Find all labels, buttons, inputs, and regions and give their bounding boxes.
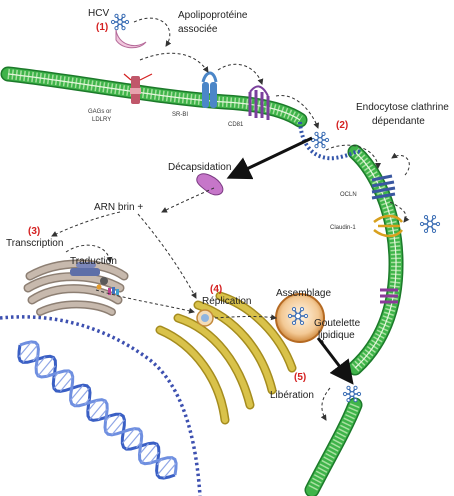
dna-base-pair	[35, 356, 46, 369]
label-assemblage: Assemblage	[276, 288, 331, 299]
dna-base-pair	[70, 384, 84, 401]
dna-base-pair	[163, 462, 177, 479]
step-2-number: (2)	[336, 120, 348, 131]
dna-base-pair	[18, 341, 32, 358]
dna-base-pair	[136, 441, 142, 448]
hcv-virus-icon	[342, 385, 362, 403]
label-endocytose-line1: Endocytose clathrine	[356, 102, 449, 113]
step-4-number: (4)	[210, 284, 222, 295]
dna-base-pair	[149, 451, 160, 464]
dna-base-pair	[87, 399, 98, 412]
hcv-virus-icon	[110, 13, 130, 31]
dna-base-pair	[105, 415, 111, 422]
dna-base-pair	[97, 408, 108, 421]
label-hcv: HCV	[88, 8, 109, 19]
hcv-apolipoprotein-particle	[115, 29, 147, 49]
dna-base-pair	[37, 357, 54, 377]
dna-base-pair	[105, 413, 121, 433]
label-endocytose-line2: dépendante	[372, 116, 425, 127]
hcv-virus-icon	[419, 215, 441, 233]
dna-base-pair	[111, 419, 125, 436]
dna-helix	[17, 340, 178, 480]
hcv-virus-icon	[287, 307, 309, 325]
label-apolipoprotein-line2: associée	[178, 24, 218, 35]
dna-base-pair	[74, 387, 90, 407]
label-gags-line2: LDLRY	[92, 117, 111, 123]
endoplasmic-reticulum	[155, 291, 297, 425]
receptor-cd81	[248, 85, 270, 120]
step-5-number: (5)	[294, 372, 306, 383]
dna-base-pair	[139, 443, 149, 455]
dna-base-pair	[59, 376, 74, 392]
receptor-gags-ldlr	[123, 73, 153, 104]
dna-base-pair	[89, 400, 106, 420]
label-goutelette-line1: Goutelette	[314, 318, 361, 329]
label-cd81: CD81	[228, 122, 244, 128]
replication-vesicle	[196, 309, 214, 327]
label-goutelette-line2: lipidique	[318, 330, 355, 341]
dna-base-pair	[141, 443, 158, 463]
receptor-claudin	[373, 214, 403, 238]
step-3-number: (3)	[28, 226, 40, 237]
dna-base-pair	[84, 398, 90, 405]
label-claudin: Claudin-1	[330, 225, 356, 231]
label-replication: Réplication	[202, 296, 251, 307]
dna-base-pair	[121, 428, 136, 444]
dna-base-pair	[32, 354, 39, 362]
solid-arrows	[226, 136, 354, 385]
label-transcription: Transcription	[6, 238, 63, 249]
plasma-membrane-right	[347, 144, 404, 376]
dashed-arrows	[51, 17, 410, 421]
label-sr-bi: SR-BI	[172, 112, 188, 118]
label-decapsidation: Décapsidation	[168, 162, 231, 173]
dna-base-pair	[53, 372, 59, 379]
receptor-sr-bi	[201, 71, 218, 108]
step-1-number: (1)	[96, 22, 108, 33]
label-arn: ARN brin +	[94, 202, 143, 213]
virus-particles	[110, 13, 441, 403]
receptor-lower-right	[380, 288, 398, 304]
dna-base-pair	[53, 370, 70, 389]
plasma-membrane-bottom	[304, 397, 363, 496]
plasma-membrane-top	[0, 66, 308, 128]
hcv-virus-icon	[310, 131, 330, 149]
label-liberation: Libération	[270, 390, 314, 401]
dna-base-pair	[46, 365, 56, 377]
dna-base-pair	[125, 431, 142, 450]
label-traduction: Traduction	[70, 256, 117, 267]
nuclear-envelope	[0, 315, 202, 496]
receptor-ocln	[371, 174, 396, 200]
dna-base-pair	[22, 344, 39, 363]
ribosome-cluster	[70, 262, 119, 295]
label-apolipoprotein-line1: Apolipoprotéine	[178, 10, 248, 21]
dna-base-pair	[156, 457, 173, 476]
decapsidation-capsid	[196, 173, 224, 196]
label-gags-line1: GAGs or	[88, 109, 111, 115]
dna-base-pair	[156, 458, 163, 466]
label-ocln: OCLN	[340, 192, 357, 198]
